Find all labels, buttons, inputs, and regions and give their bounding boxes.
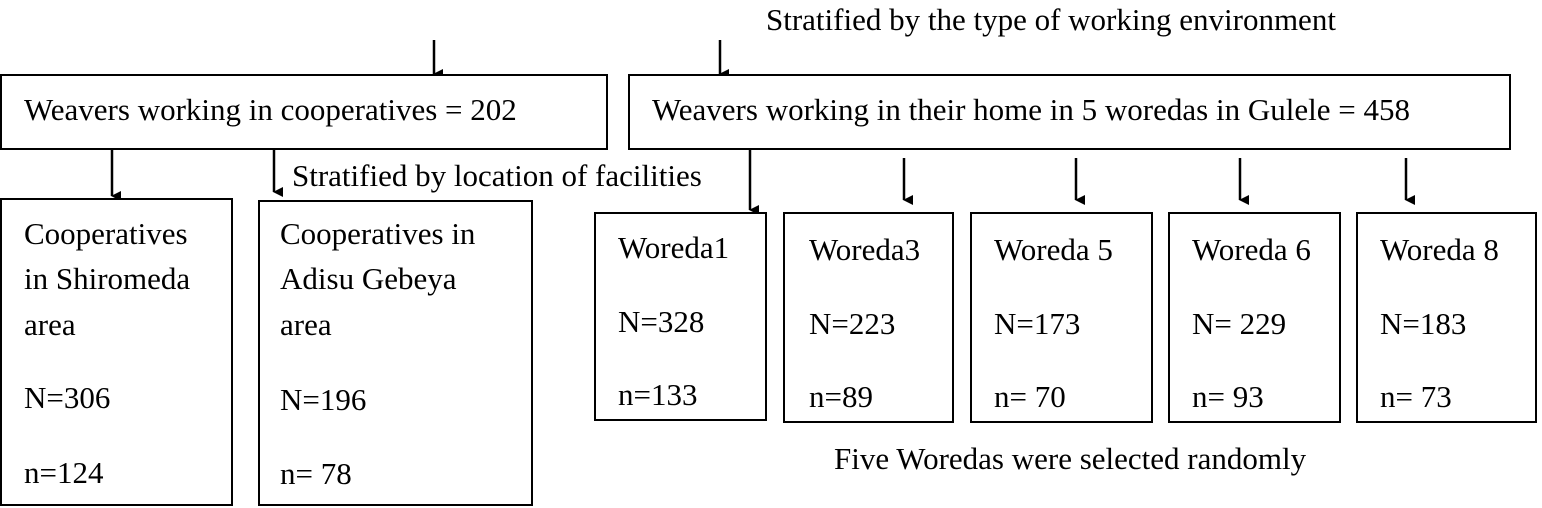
random-selection-label: Five Woredas were selected randomly (834, 441, 1307, 476)
population-count: N=196 (280, 382, 367, 417)
cooperative-name-line: area (24, 307, 76, 342)
cooperative-box-adisu-gebeya: Cooperatives in Adisu Gebeya area N=196 … (258, 200, 533, 506)
sample-count: n=89 (809, 379, 873, 414)
sample-count: n=133 (618, 377, 698, 412)
home-total-text: Weavers working in their home in 5 wored… (652, 92, 1410, 127)
population-count: N=223 (809, 306, 896, 341)
woreda-box: Woreda3 N=223 n=89 (783, 212, 954, 423)
woreda-name: Woreda 5 (994, 232, 1113, 267)
middle-stratification-label: Stratified by location of facilities (292, 158, 702, 193)
cooperative-name-line: Cooperatives (24, 216, 188, 251)
cooperatives-total-box: Weavers working in cooperatives = 202 (0, 74, 608, 150)
sample-count: n= 78 (280, 456, 352, 491)
sample-count: n=124 (24, 455, 104, 490)
top-stratification-label: Stratified by the type of working enviro… (766, 2, 1336, 37)
home-total-box: Weavers working in their home in 5 wored… (628, 74, 1511, 150)
population-count: N=306 (24, 380, 111, 415)
sample-count: n= 93 (1192, 379, 1264, 414)
cooperative-name-line: in Shiromeda (24, 261, 191, 296)
cooperative-name-line: Cooperatives in (280, 216, 476, 251)
population-count: N= 229 (1192, 306, 1287, 341)
sample-count: n= 70 (994, 379, 1066, 414)
cooperatives-total-text: Weavers working in cooperatives = 202 (24, 92, 517, 127)
woreda-name: Woreda 8 (1380, 232, 1499, 267)
cooperative-box-shiromeda: Cooperatives in Shiromeda area N=306 n=1… (0, 198, 233, 506)
woreda-box: Woreda 8 N=183 n= 73 (1356, 212, 1537, 423)
sample-count: n= 73 (1380, 379, 1452, 414)
cooperative-name-line: Adisu Gebeya (280, 261, 457, 296)
woreda-name: Woreda 6 (1192, 232, 1311, 267)
population-count: N=183 (1380, 306, 1467, 341)
woreda-name: Woreda1 (618, 230, 730, 265)
woreda-box: Woreda1 N=328 n=133 (594, 212, 767, 421)
population-count: N=173 (994, 306, 1081, 341)
population-count: N=328 (618, 304, 705, 339)
cooperative-name-line: area (280, 307, 332, 342)
woreda-box: Woreda 6 N= 229 n= 93 (1168, 212, 1341, 423)
woreda-name: Woreda3 (809, 232, 921, 267)
woreda-box: Woreda 5 N=173 n= 70 (970, 212, 1153, 423)
